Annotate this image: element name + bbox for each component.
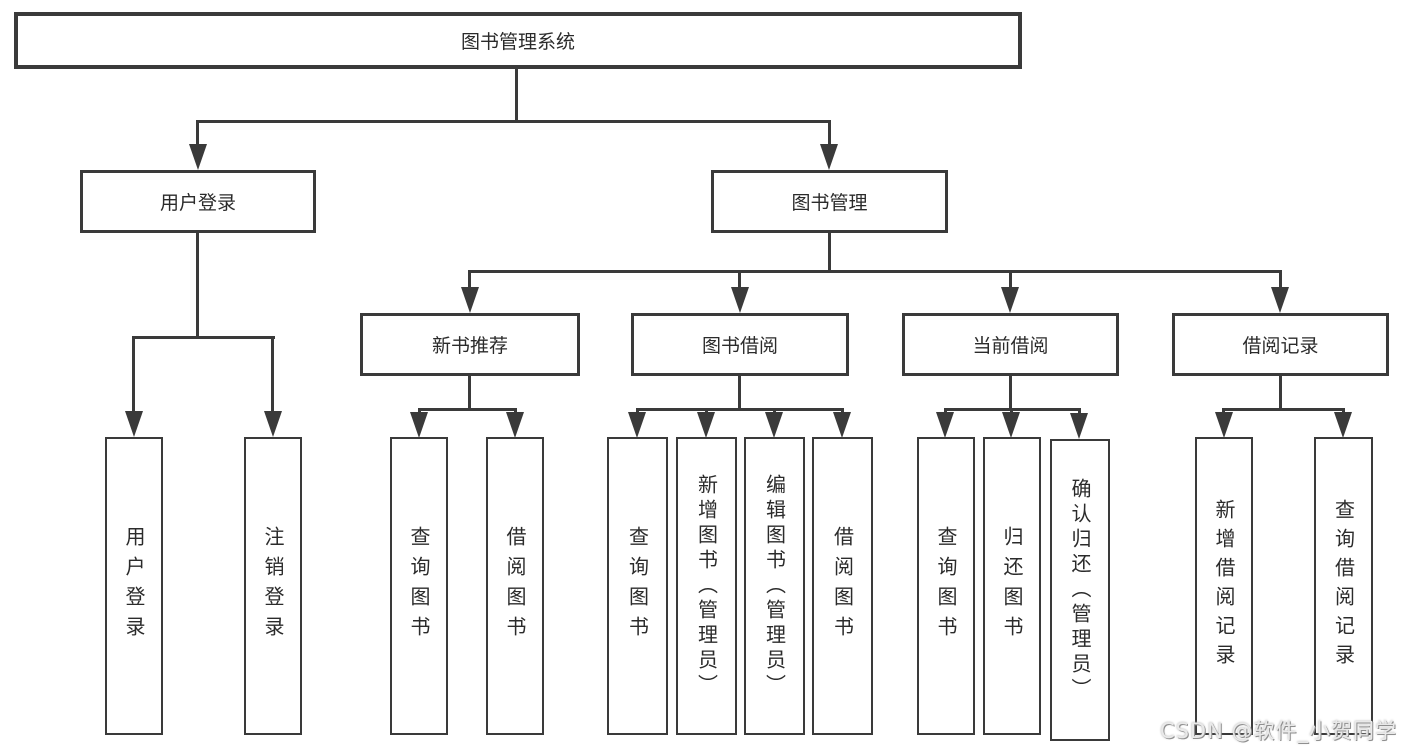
leaf-user-login: 用户登录 <box>105 437 163 735</box>
edge-bookmgmt-stem <box>828 233 831 273</box>
node-current-borrowing: 当前借阅 <box>902 313 1119 376</box>
edge-root-stem <box>515 68 518 123</box>
node-book-borrowing-label: 图书借阅 <box>701 335 778 357</box>
node-new-book-recommend: 新书推荐 <box>360 313 580 376</box>
leaf-br-add-record-label: 新增借阅记录 <box>1212 499 1236 673</box>
leaf-br-query-record: 查询借阅记录 <box>1314 437 1373 735</box>
node-borrow-records-label: 借阅记录 <box>1242 335 1319 357</box>
arrow-down-icon <box>1001 287 1019 313</box>
leaf-br-query-record-label: 查询借阅记录 <box>1331 499 1356 673</box>
leaf-bb-edit-books-admin-label: 编辑图书（管理员） <box>762 473 787 699</box>
leaf-user-login-label: 用户登录 <box>122 526 146 646</box>
edge-bookmgmt-drop-3 <box>1009 270 1012 290</box>
node-root-label: 图书管理系统 <box>460 31 575 53</box>
edge-borrowrecord-bar <box>1222 408 1345 411</box>
leaf-bb-edit-books-admin: 编辑图书（管理员） <box>744 437 805 735</box>
arrow-down-icon <box>697 412 715 438</box>
leaf-nb-query-books: 查询图书 <box>390 437 448 735</box>
leaf-bb-query-books-label: 查询图书 <box>625 526 650 646</box>
arrow-down-icon <box>1002 412 1020 438</box>
edge-root-drop-left <box>196 120 199 148</box>
arrow-down-icon <box>765 412 783 438</box>
leaf-br-add-record: 新增借阅记录 <box>1195 437 1253 735</box>
arrow-down-icon <box>125 411 143 437</box>
arrow-down-icon <box>1334 412 1352 438</box>
arrow-down-icon <box>628 412 646 438</box>
csdn-watermark: CSDN @软件_小贺同学 <box>1159 719 1397 743</box>
leaf-nb-query-books-label: 查询图书 <box>407 526 431 646</box>
leaf-bb-add-books-admin: 新增图书（管理员） <box>676 437 737 735</box>
leaf-bb-borrow-books-label: 借阅图书 <box>830 526 855 646</box>
edge-bookborrow-stem <box>738 376 741 410</box>
arrow-down-icon <box>1271 287 1289 313</box>
node-borrow-records: 借阅记录 <box>1172 313 1389 376</box>
node-user-login-label: 用户登录 <box>159 192 236 214</box>
leaf-bb-add-books-admin-label: 新增图书（管理员） <box>694 473 719 699</box>
node-root: 图书管理系统 <box>14 12 1022 69</box>
leaf-logout-label: 注销登录 <box>261 526 285 646</box>
edge-bookmgmt-drop-4 <box>1279 270 1282 290</box>
edge-userlogin-stem <box>196 233 199 337</box>
node-book-management: 图书管理 <box>711 170 948 233</box>
leaf-bb-query-books: 查询图书 <box>607 437 668 735</box>
leaf-logout: 注销登录 <box>244 437 302 735</box>
leaf-cb-confirm-return-admin-label: 确认归还（管理员） <box>1068 477 1092 703</box>
edge-bookmgmt-drop-2 <box>738 270 741 290</box>
arrow-down-icon <box>1070 413 1088 439</box>
arrow-down-icon <box>189 144 207 170</box>
arrow-down-icon <box>264 411 282 437</box>
edge-userlogin-bar <box>132 336 275 339</box>
leaf-cb-return-books-label: 归还图书 <box>1000 526 1024 646</box>
arrow-down-icon <box>461 287 479 313</box>
edge-currentborrow-stem <box>1009 376 1012 410</box>
leaf-nb-borrow-books: 借阅图书 <box>486 437 544 735</box>
edge-root-bar <box>196 120 831 123</box>
arrow-down-icon <box>1215 412 1233 438</box>
arrow-down-icon <box>936 412 954 438</box>
edge-borrowrecord-stem <box>1279 376 1282 410</box>
edge-bookborrow-bar <box>636 408 844 411</box>
edge-bookmgmt-bar <box>468 270 1282 273</box>
arrow-down-icon <box>731 287 749 313</box>
arrow-down-icon <box>833 412 851 438</box>
leaf-cb-return-books: 归还图书 <box>983 437 1041 735</box>
arrow-down-icon <box>820 144 838 170</box>
arrow-down-icon <box>506 412 524 438</box>
edge-userlogin-drop-left <box>132 336 135 414</box>
arrow-down-icon <box>410 412 428 438</box>
leaf-cb-query-books-label: 查询图书 <box>934 526 958 646</box>
edge-bookmgmt-drop-1 <box>468 270 471 290</box>
edge-newbook-stem <box>468 376 471 410</box>
edge-root-drop-right <box>828 120 831 148</box>
edge-newbook-bar <box>418 408 516 411</box>
node-book-management-label: 图书管理 <box>791 192 868 214</box>
leaf-bb-borrow-books: 借阅图书 <box>812 437 873 735</box>
node-new-book-recommend-label: 新书推荐 <box>431 335 508 357</box>
node-user-login: 用户登录 <box>80 170 316 233</box>
leaf-cb-confirm-return-admin: 确认归还（管理员） <box>1050 439 1110 741</box>
leaf-nb-borrow-books-label: 借阅图书 <box>503 526 527 646</box>
node-book-borrowing: 图书借阅 <box>631 313 849 376</box>
node-current-borrowing-label: 当前借阅 <box>972 335 1049 357</box>
edge-userlogin-drop-right <box>271 336 274 414</box>
leaf-cb-query-books: 查询图书 <box>917 437 975 735</box>
